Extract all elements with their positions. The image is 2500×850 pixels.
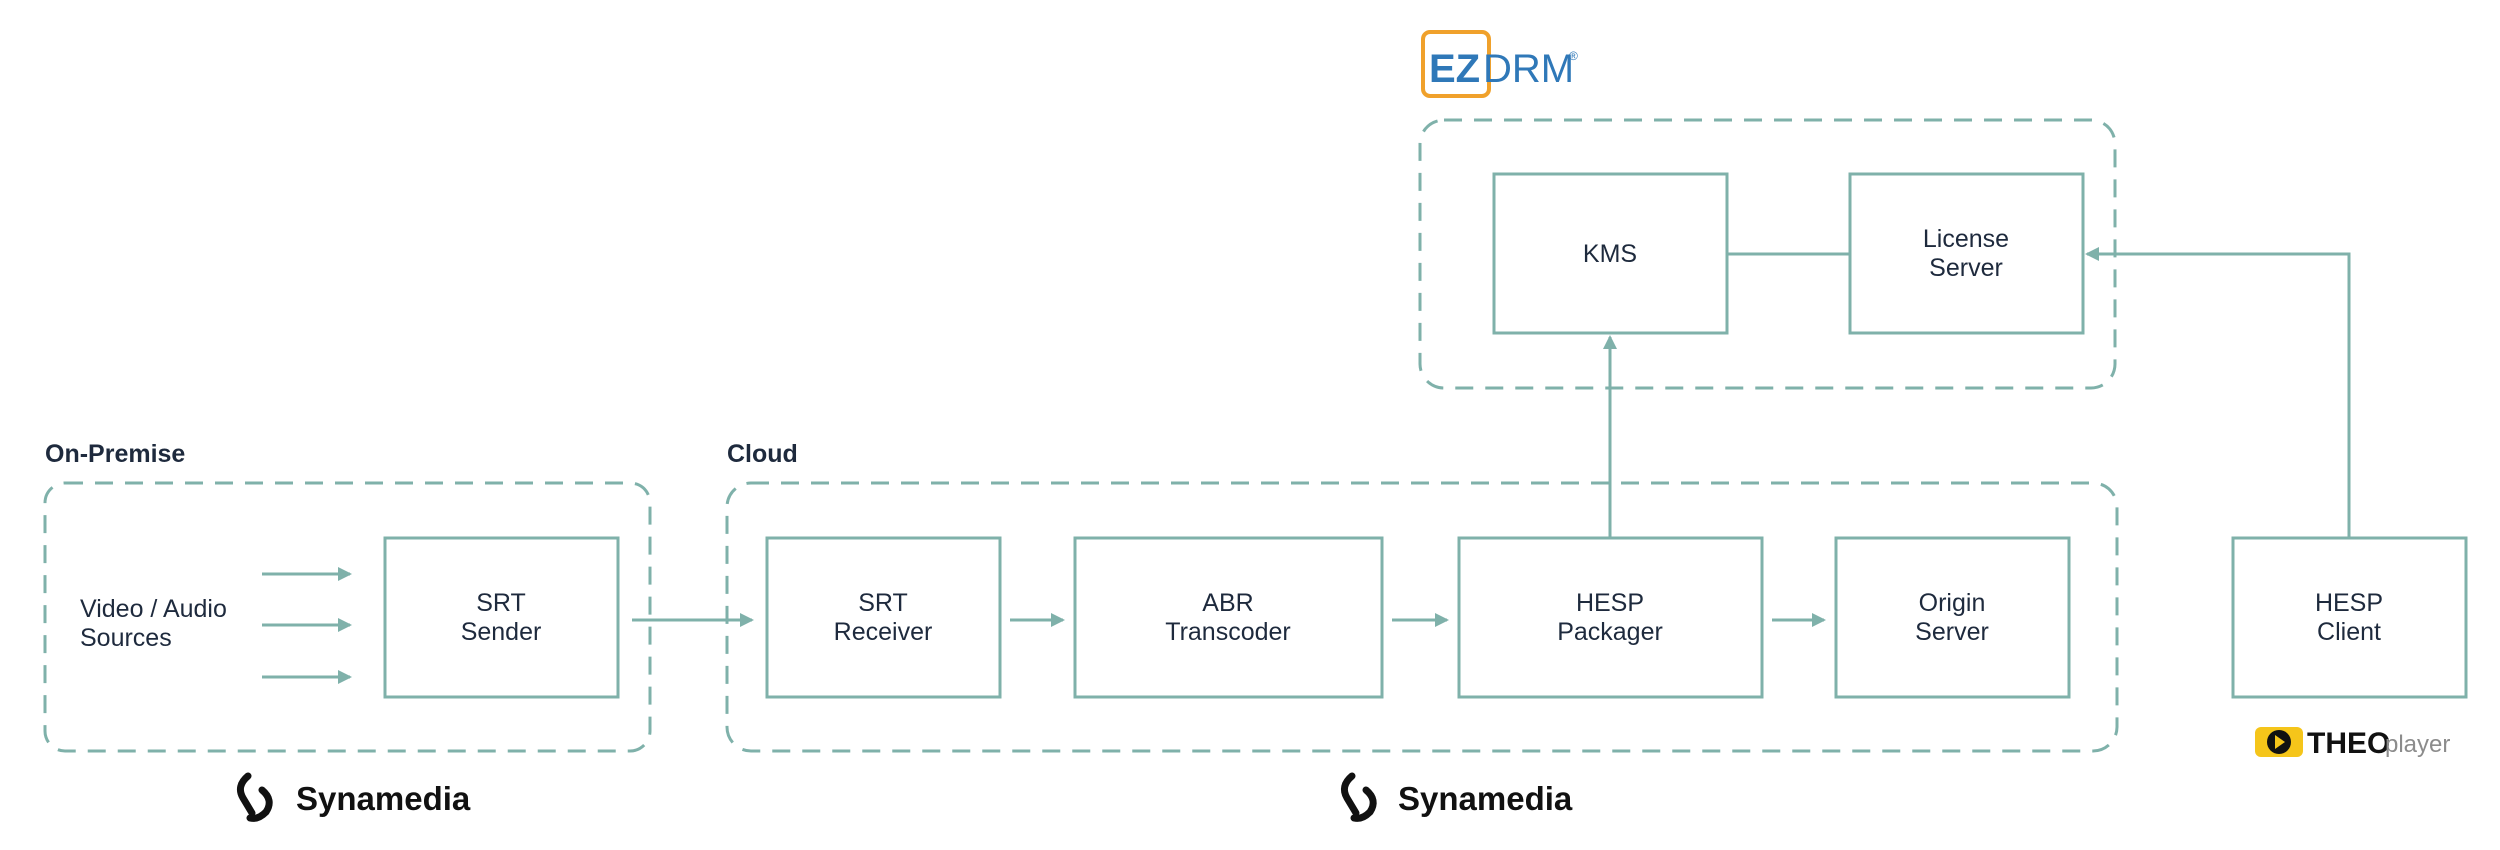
synamedia-wordmark-right: Synamedia	[1398, 780, 1573, 817]
sources-label-line1: Video / Audio	[80, 595, 227, 623]
synamedia-mark-icon	[236, 772, 273, 822]
hesp-packager-label-2: Packager	[1557, 618, 1663, 646]
kms-box	[1492, 172, 1729, 335]
hesp-packager-label-1: HESP	[1576, 589, 1644, 617]
hesp-client-label-2: Client	[2317, 618, 2381, 646]
ezdrm-logo-reg: ®	[1569, 49, 1578, 63]
on-premise-group	[43, 481, 652, 753]
hesp-client-box	[2231, 536, 2468, 699]
hesp-client-label-1: HESP	[2315, 589, 2383, 617]
origin-server-label-2: Server	[1915, 618, 1989, 646]
ezdrm-logo-ez: EZ	[1429, 47, 1480, 91]
on-premise-label: On-Premise	[45, 440, 185, 468]
theoplayer-logo: THEO player	[2255, 727, 2450, 760]
ezdrm-logo-drm: DRM	[1483, 47, 1574, 91]
origin-server-box	[1834, 536, 2071, 699]
synamedia-logo-right: Synamedia	[1340, 772, 1573, 822]
license-server-box	[1848, 172, 2085, 335]
abr-transcoder-box	[1073, 536, 1384, 699]
srt-sender-label-2: Sender	[461, 618, 542, 646]
synamedia-logo-left: Synamedia	[236, 772, 471, 822]
cloud-group	[725, 481, 2119, 753]
origin-server-label-1: Origin	[1919, 589, 1986, 617]
theoplayer-wordmark-light: player	[2385, 731, 2450, 758]
kms-label: KMS	[1583, 240, 1637, 268]
sources-label-line2: Sources	[80, 624, 172, 652]
srt-sender-label-1: SRT	[476, 589, 526, 617]
license-server-label-2: Server	[1929, 254, 2003, 282]
license-server-label-1: License	[1923, 225, 2009, 253]
srt-receiver-label-2: Receiver	[834, 618, 933, 646]
synamedia-mark-icon	[1340, 772, 1377, 822]
synamedia-wordmark-left: Synamedia	[296, 780, 471, 817]
srt-sender-box	[383, 536, 620, 699]
srt-receiver-label-1: SRT	[858, 589, 908, 617]
ezdrm-logo-frame	[1421, 30, 1491, 98]
abr-transcoder-label-2: Transcoder	[1165, 618, 1291, 646]
cloud-label: Cloud	[727, 440, 798, 468]
play-icon	[2275, 735, 2285, 749]
srt-receiver-box	[765, 536, 1002, 699]
theoplayer-wordmark-bold: THEO	[2307, 727, 2390, 760]
ezdrm-logo: EZ DRM ®	[1421, 30, 1578, 98]
arrow-client-to-license	[2085, 247, 2351, 538]
abr-transcoder-label-1: ABR	[1202, 589, 1253, 617]
